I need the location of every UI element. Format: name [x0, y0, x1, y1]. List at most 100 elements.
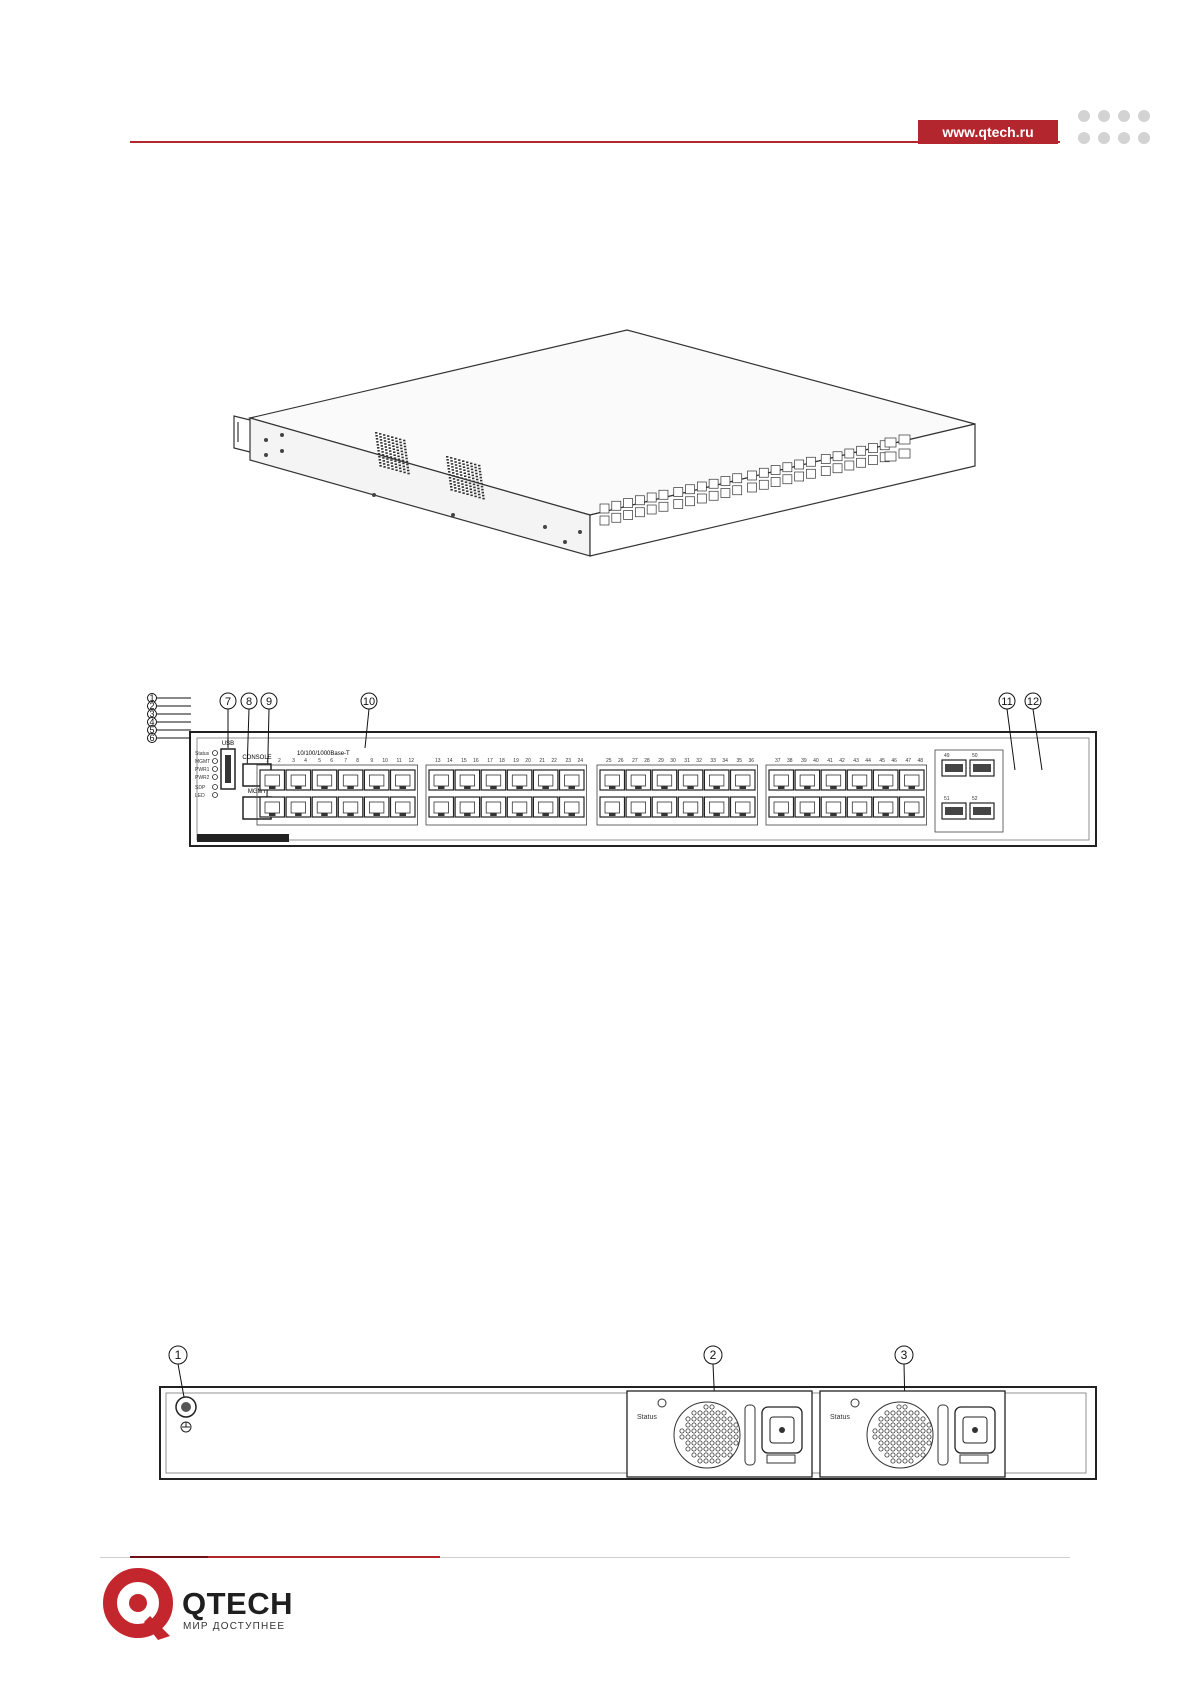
rj45-port-45[interactable]	[873, 770, 898, 790]
rj45-port-44[interactable]	[847, 797, 872, 817]
sfp-port-51[interactable]	[942, 803, 966, 819]
rj45-port-32[interactable]	[678, 797, 703, 817]
svg-text:10: 10	[363, 696, 375, 708]
rj45-port-36[interactable]	[731, 797, 756, 817]
rj45-port-12[interactable]	[391, 797, 416, 817]
rj45-port-40[interactable]	[795, 797, 820, 817]
port-number-label: 6	[330, 758, 333, 764]
rj45-port-29[interactable]	[652, 770, 677, 790]
sfp-port-49[interactable]	[942, 760, 966, 776]
rj45-port-17[interactable]	[481, 770, 506, 790]
psu-status-label: Status	[637, 1414, 657, 1421]
port-number-label: 41	[827, 758, 833, 764]
port-number-label: 8	[356, 758, 359, 764]
port-number-label: 15	[461, 758, 467, 764]
rj45-port-38[interactable]	[769, 797, 794, 817]
decorative-dot-grid	[1078, 110, 1158, 148]
psu-status-label: Status	[830, 1414, 850, 1421]
rj45-port-14[interactable]	[429, 797, 454, 817]
port-number-label: 20	[525, 758, 531, 764]
rj45-port-3[interactable]	[286, 770, 311, 790]
rj45-port-2[interactable]	[260, 797, 285, 817]
port-number-label: 11	[397, 758, 402, 764]
rj45-port-33[interactable]	[704, 770, 729, 790]
rj45-port-46[interactable]	[873, 797, 898, 817]
website-url-badge[interactable]: www.qtech.ru	[918, 120, 1058, 144]
svg-text:11: 11	[1001, 696, 1012, 708]
svg-text:9: 9	[266, 696, 272, 708]
port-number-label: 35	[737, 758, 743, 764]
port-number-label: 1	[266, 758, 269, 764]
rj45-port-13[interactable]	[429, 770, 454, 790]
port-number-label: 29	[658, 758, 664, 764]
rj45-port-41[interactable]	[821, 770, 846, 790]
rj45-port-9[interactable]	[364, 770, 389, 790]
rj45-port-20[interactable]	[507, 797, 532, 817]
rj45-port-34[interactable]	[704, 797, 729, 817]
svg-text:12: 12	[1027, 696, 1039, 708]
status-led-icon	[213, 785, 218, 790]
rj45-port-28[interactable]	[626, 797, 651, 817]
rj45-port-10[interactable]	[364, 797, 389, 817]
rj45-port-21[interactable]	[533, 770, 558, 790]
sfp-port-52[interactable]	[970, 803, 994, 819]
port-number-label: 7	[344, 758, 347, 764]
svg-text:2: 2	[710, 1348, 717, 1362]
led-label-2: PWR1	[195, 767, 210, 773]
port-number-label: 22	[551, 758, 557, 764]
rj45-port-30[interactable]	[652, 797, 677, 817]
rj45-port-37[interactable]	[769, 770, 794, 790]
port-number-label: 40	[813, 758, 819, 764]
rj45-port-24[interactable]	[560, 797, 585, 817]
port-number-label: 18	[499, 758, 505, 764]
rj45-port-7[interactable]	[338, 770, 363, 790]
port-number-label: 32	[696, 758, 702, 764]
led-label-1: MGMT	[195, 759, 210, 765]
rj45-port-18[interactable]	[481, 797, 506, 817]
status-led-icon	[213, 751, 218, 756]
rj45-port-43[interactable]	[847, 770, 872, 790]
rj45-port-25[interactable]	[600, 770, 625, 790]
sfp-number-label: 52	[972, 796, 978, 802]
port-number-label: 12	[409, 758, 415, 764]
rj45-port-15[interactable]	[455, 770, 480, 790]
svg-text:6: 6	[149, 733, 154, 743]
port-group-heading: 10/100/1000Base-T	[297, 751, 350, 757]
rj45-port-4[interactable]	[286, 797, 311, 817]
status-led-icon	[213, 775, 218, 780]
sfp-number-label: 49	[944, 753, 950, 759]
rj45-port-5[interactable]	[312, 770, 337, 790]
rj45-port-23[interactable]	[560, 770, 585, 790]
port-number-label: 16	[473, 758, 479, 764]
rj45-port-8[interactable]	[338, 797, 363, 817]
rj45-port-11[interactable]	[391, 770, 416, 790]
power-supply-1[interactable]: Status	[627, 1391, 812, 1477]
rj45-port-35[interactable]	[731, 770, 756, 790]
port-number-label: 48	[918, 758, 924, 764]
rj45-port-27[interactable]	[626, 770, 651, 790]
rear-panel-figure: 123 StatusStatus	[150, 1345, 1110, 1490]
sfp-number-label: 51	[944, 796, 950, 802]
rj45-port-6[interactable]	[312, 797, 337, 817]
port-number-label: 27	[632, 758, 638, 764]
rj45-port-42[interactable]	[821, 797, 846, 817]
rj45-port-39[interactable]	[795, 770, 820, 790]
svg-text:3: 3	[901, 1348, 908, 1362]
port-number-label: 30	[670, 758, 676, 764]
rj45-port-16[interactable]	[455, 797, 480, 817]
svg-text:7: 7	[225, 696, 231, 708]
rj45-port-1[interactable]	[260, 770, 285, 790]
rj45-port-26[interactable]	[600, 797, 625, 817]
port-number-label: 36	[749, 758, 755, 764]
rj45-port-48[interactable]	[900, 797, 925, 817]
port-number-label: 2	[278, 758, 281, 764]
rj45-port-22[interactable]	[533, 797, 558, 817]
port-number-label: 28	[644, 758, 650, 764]
fan-grille-icon	[674, 1402, 740, 1468]
rj45-port-19[interactable]	[507, 770, 532, 790]
power-supply-2[interactable]: Status	[820, 1391, 1005, 1477]
rj45-port-47[interactable]	[900, 770, 925, 790]
sfp-port-50[interactable]	[970, 760, 994, 776]
rj45-port-31[interactable]	[678, 770, 703, 790]
port-number-label: 14	[447, 758, 453, 764]
